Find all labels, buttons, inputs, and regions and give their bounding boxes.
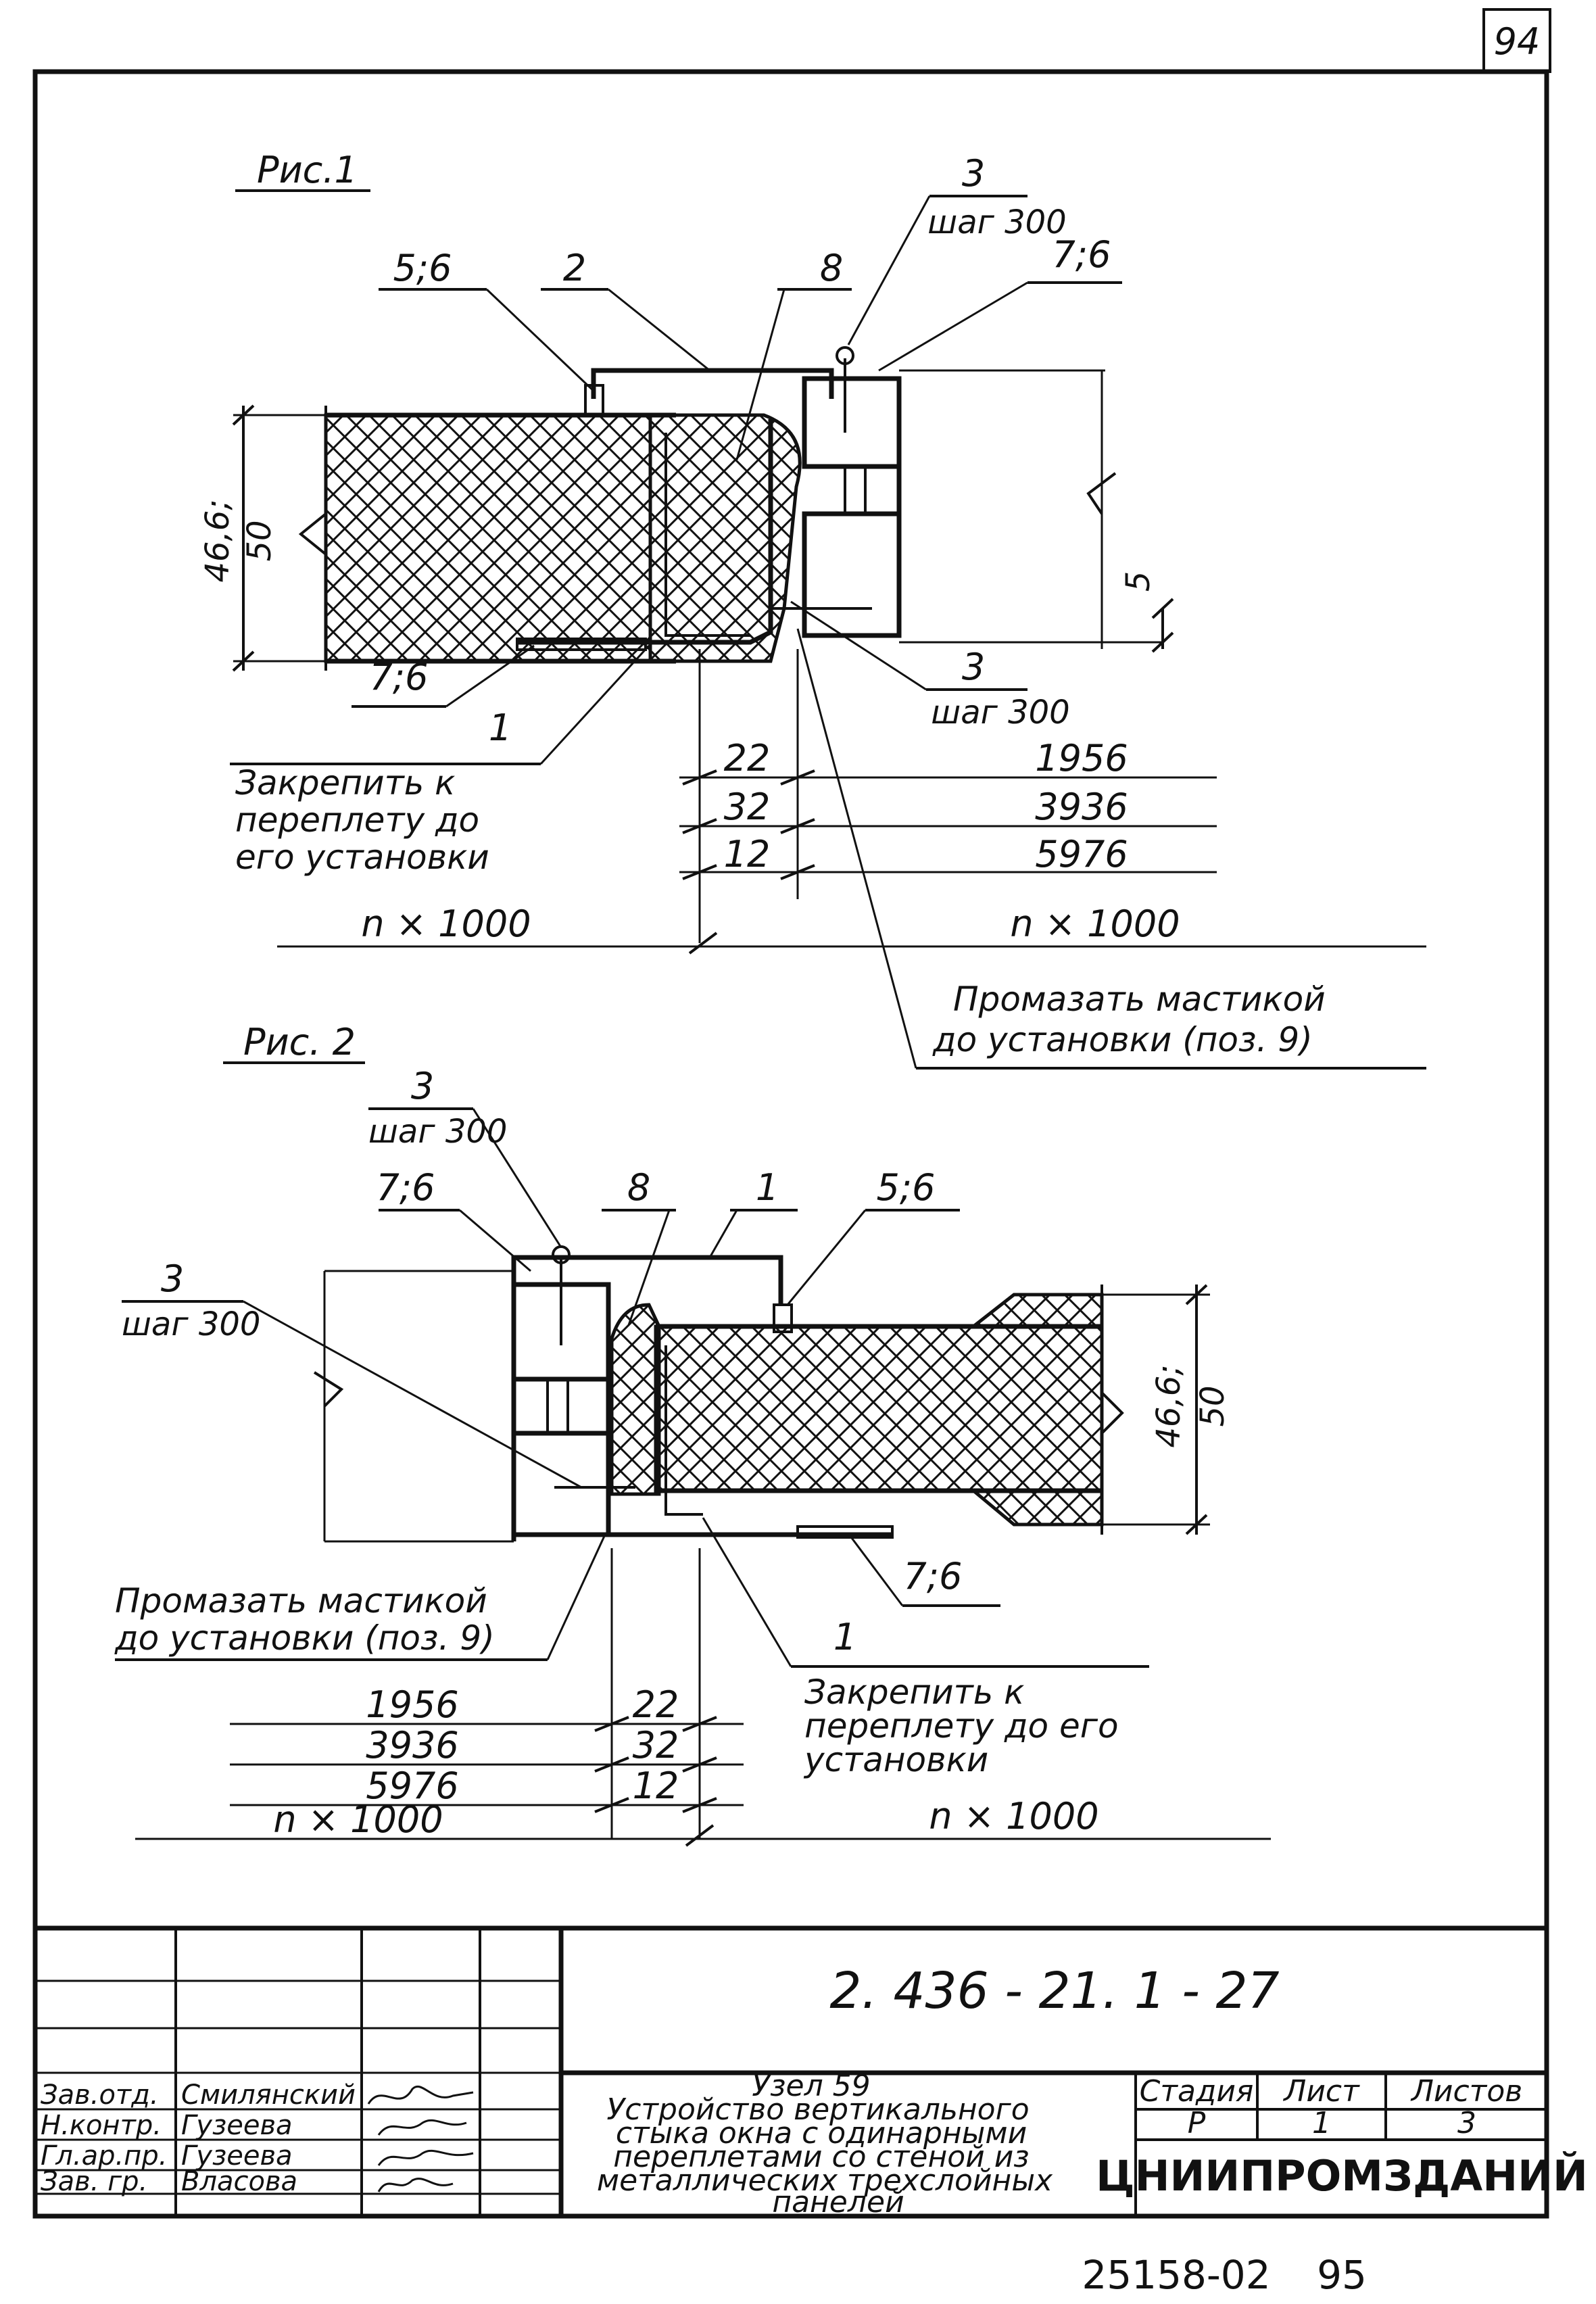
fig1-row1-large: 1956 — [1035, 737, 1128, 779]
staff-row: Зав. гр. Власова — [41, 2166, 454, 2197]
fig1-fasten-note-line2: переплету до — [235, 800, 479, 840]
fig1-height-dim-a: 46,6; — [199, 499, 237, 582]
stage-value: Р — [1188, 2106, 1206, 2140]
staff-row: Зав.отд. Смилянский — [41, 2080, 474, 2111]
fig1-row3-large: 5976 — [1035, 833, 1128, 875]
fig2-callout-3-left-step: шаг 300 — [122, 1305, 260, 1343]
sheet-header: Лист — [1282, 2074, 1360, 2109]
fig1-caption: Рис.1 — [257, 149, 358, 191]
archive-page: 95 — [1317, 2252, 1367, 2298]
fig1-window-frame — [771, 346, 902, 638]
fig2-callout-56: 5;6 — [877, 1166, 936, 1209]
fig2-top-flashing — [511, 1255, 783, 1305]
fig1-callout-3-bottom: 3 — [962, 646, 985, 688]
fig1-row2-large: 3936 — [1035, 786, 1128, 828]
fig1-module-right: n × 1000 — [1010, 903, 1180, 945]
fig2-callout-76-bottom: 7;6 — [904, 1555, 963, 1598]
fig1-callout-1: 1 — [489, 706, 512, 749]
organization-name: ЦНИИПРОМЗДАНИЙ — [1096, 2151, 1588, 2201]
archive-code: 25158-02 — [1082, 2252, 1270, 2298]
fig2-callout-3-top: 3 — [411, 1065, 434, 1107]
fig2-row2-small: 32 — [633, 1724, 679, 1767]
fig2-callout-1-bottom: 1 — [833, 1616, 856, 1658]
staff-name: Смилянский — [181, 2080, 356, 2111]
fig2-row3-large: 5976 — [366, 1765, 458, 1807]
staff-row: Н.контр. Гузеева — [41, 2110, 467, 2141]
fig2-row3-small: 12 — [633, 1765, 679, 1807]
fig2-callout-3-top-step: шаг 300 — [368, 1113, 507, 1151]
sheet-corner-number: 94 — [1494, 20, 1541, 63]
title-line-3: стыка окна с одинарными — [616, 2116, 1027, 2151]
title-line-5: металлических трехслойных — [597, 2163, 1053, 2198]
fig1-height-dim-b: 50 — [241, 520, 279, 561]
fig1-mastic-note-line1: Промазать мастикой — [953, 980, 1326, 1019]
fig1-callout-3-top-step: шаг 300 — [927, 203, 1066, 241]
document-code: 2. 436 - 21. 1 - 27 — [829, 1962, 1279, 2020]
fig1-callout-76-bottom: 7;6 — [370, 656, 429, 698]
sheet-frame: 94 — [32, 8, 1551, 2219]
fig1-callout-2: 2 — [563, 247, 586, 289]
fig2-window-frame — [511, 1245, 635, 1541]
fig1-row2-small: 32 — [724, 786, 771, 828]
staff-role: Н.контр. — [41, 2110, 162, 2141]
staff-name: Гузеева — [181, 2110, 293, 2141]
fig2-row1-large: 1956 — [366, 1683, 458, 1726]
fig1-right-dim: 5 — [1119, 571, 1157, 592]
fig1-callout-76-top: 7;6 — [1053, 233, 1111, 276]
fig1-mastic-note-line2: до установки (поз. 9) — [932, 1020, 1313, 1059]
title-line-1: Узел 59 — [752, 2069, 870, 2103]
fig1-bottom-flashing — [517, 419, 773, 645]
fig2-callout-8: 8 — [627, 1166, 650, 1209]
fig1-callout-8: 8 — [820, 247, 843, 289]
fig2-row2-large: 3936 — [366, 1724, 458, 1767]
staff-signature — [377, 2178, 454, 2192]
title-line-4: переплетами со стеной из — [613, 2140, 1029, 2174]
staff-role: Зав. гр. — [41, 2166, 147, 2197]
sheets-header: Листов — [1410, 2074, 1522, 2109]
fig2-fasten-note-line3: установки — [803, 1740, 988, 1779]
fig1-callout-3-bottom-step: шаг 300 — [931, 694, 1069, 731]
fig2-height-dim-a: 46,6; — [1150, 1364, 1188, 1447]
staff-role: Зав.отд. — [41, 2080, 159, 2111]
stage-header: Стадия — [1140, 2074, 1254, 2109]
fig1-callout-3-top: 3 — [962, 152, 985, 195]
figure-2: Рис. 2 4 — [114, 1021, 1271, 1847]
fig1-row3-small: 12 — [724, 833, 771, 875]
figure-1: Рис.1 — [199, 149, 1426, 1070]
fig2-callout-76: 7;6 — [377, 1166, 435, 1209]
fig2-callout-3-left: 3 — [161, 1257, 184, 1300]
fig1-row1-small: 22 — [724, 737, 771, 779]
fig2-sealant-profile — [610, 1303, 661, 1496]
fig1-sealant-profile — [648, 413, 802, 663]
fig2-fasten-note-line2: переплету до его — [804, 1706, 1119, 1746]
title-block: 2. 436 - 21. 1 - 27 Узел 59 Устройство в… — [35, 1925, 1588, 2219]
sheet-value: 1 — [1312, 2106, 1331, 2140]
fig1-callout-56: 5;6 — [393, 247, 452, 289]
title-line-6: панелей — [772, 2185, 904, 2219]
staff-signature — [377, 2149, 474, 2166]
fig1-insulation-panel — [324, 413, 652, 663]
staff-signature — [367, 2085, 474, 2105]
fig2-module-left: n × 1000 — [273, 1798, 443, 1841]
staff-signature — [377, 2119, 467, 2136]
title-line-2: Устройство вертикального — [606, 2092, 1029, 2127]
fig1-top-flashing — [591, 368, 834, 399]
fig2-row1-small: 22 — [633, 1683, 679, 1726]
fig1-fasten-note-line3: его установки — [235, 838, 489, 877]
staff-role: Гл.ар.пр. — [41, 2140, 167, 2171]
fig2-caption: Рис. 2 — [243, 1021, 356, 1063]
fig2-mastic-note-line2: до установки (поз. 9) — [114, 1618, 495, 1658]
fig2-fasten-note-line1: Закрепить к — [804, 1673, 1024, 1712]
staff-row: Гл.ар.пр. Гузеева — [41, 2140, 474, 2171]
sheets-value: 3 — [1457, 2106, 1476, 2140]
fig1-fasten-note-line1: Закрепить к — [235, 763, 455, 802]
fig2-module-right: n × 1000 — [929, 1795, 1098, 1838]
fig1-module-left: n × 1000 — [361, 903, 531, 945]
staff-name: Власова — [181, 2166, 297, 2197]
fig2-height-dim-b: 50 — [1194, 1385, 1232, 1426]
fig2-mastic-note-line1: Промазать мастикой — [115, 1581, 487, 1621]
staff-name: Гузеева — [181, 2140, 293, 2171]
fig2-callout-1-top: 1 — [756, 1166, 779, 1209]
